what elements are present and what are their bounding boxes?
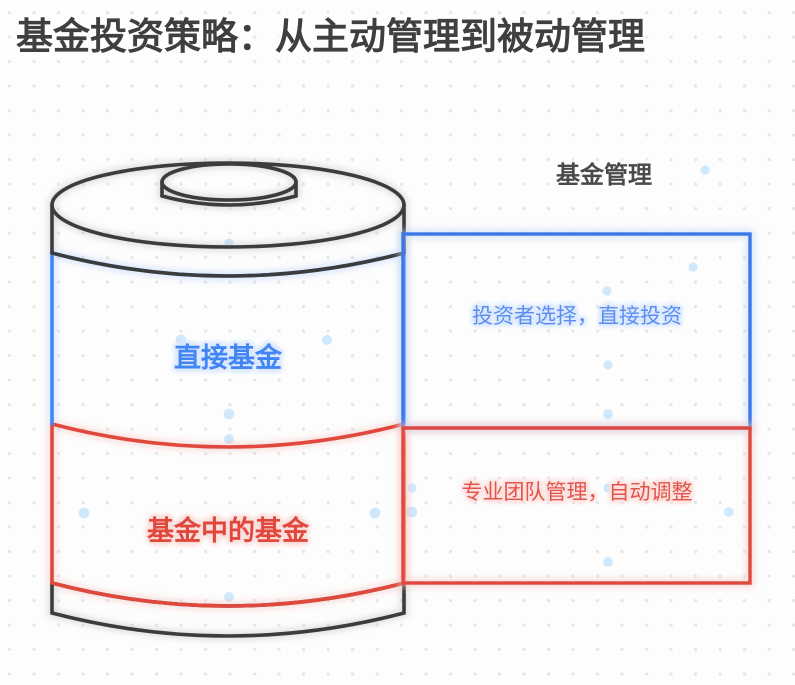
cylinder-top-cap: [50, 161, 406, 278]
fund-of-funds-box-text: 专业团队管理，自动调整: [461, 481, 693, 504]
section-header-fund-management: 基金管理: [556, 162, 652, 189]
cylinder-lid-knob: [160, 162, 298, 207]
accent-dots: [78, 165, 734, 602]
cylinder-label-direct-fund: 直接基金: [174, 343, 282, 373]
direct-fund-box-text: 投资者选择，直接投资: [472, 305, 682, 328]
fund-of-funds-box[interactable]: [398, 423, 755, 588]
cylinder-label-fund-of-funds: 基金中的基金: [147, 516, 309, 546]
page-title: 基金投资策略：从主动管理到被动管理: [16, 16, 645, 57]
